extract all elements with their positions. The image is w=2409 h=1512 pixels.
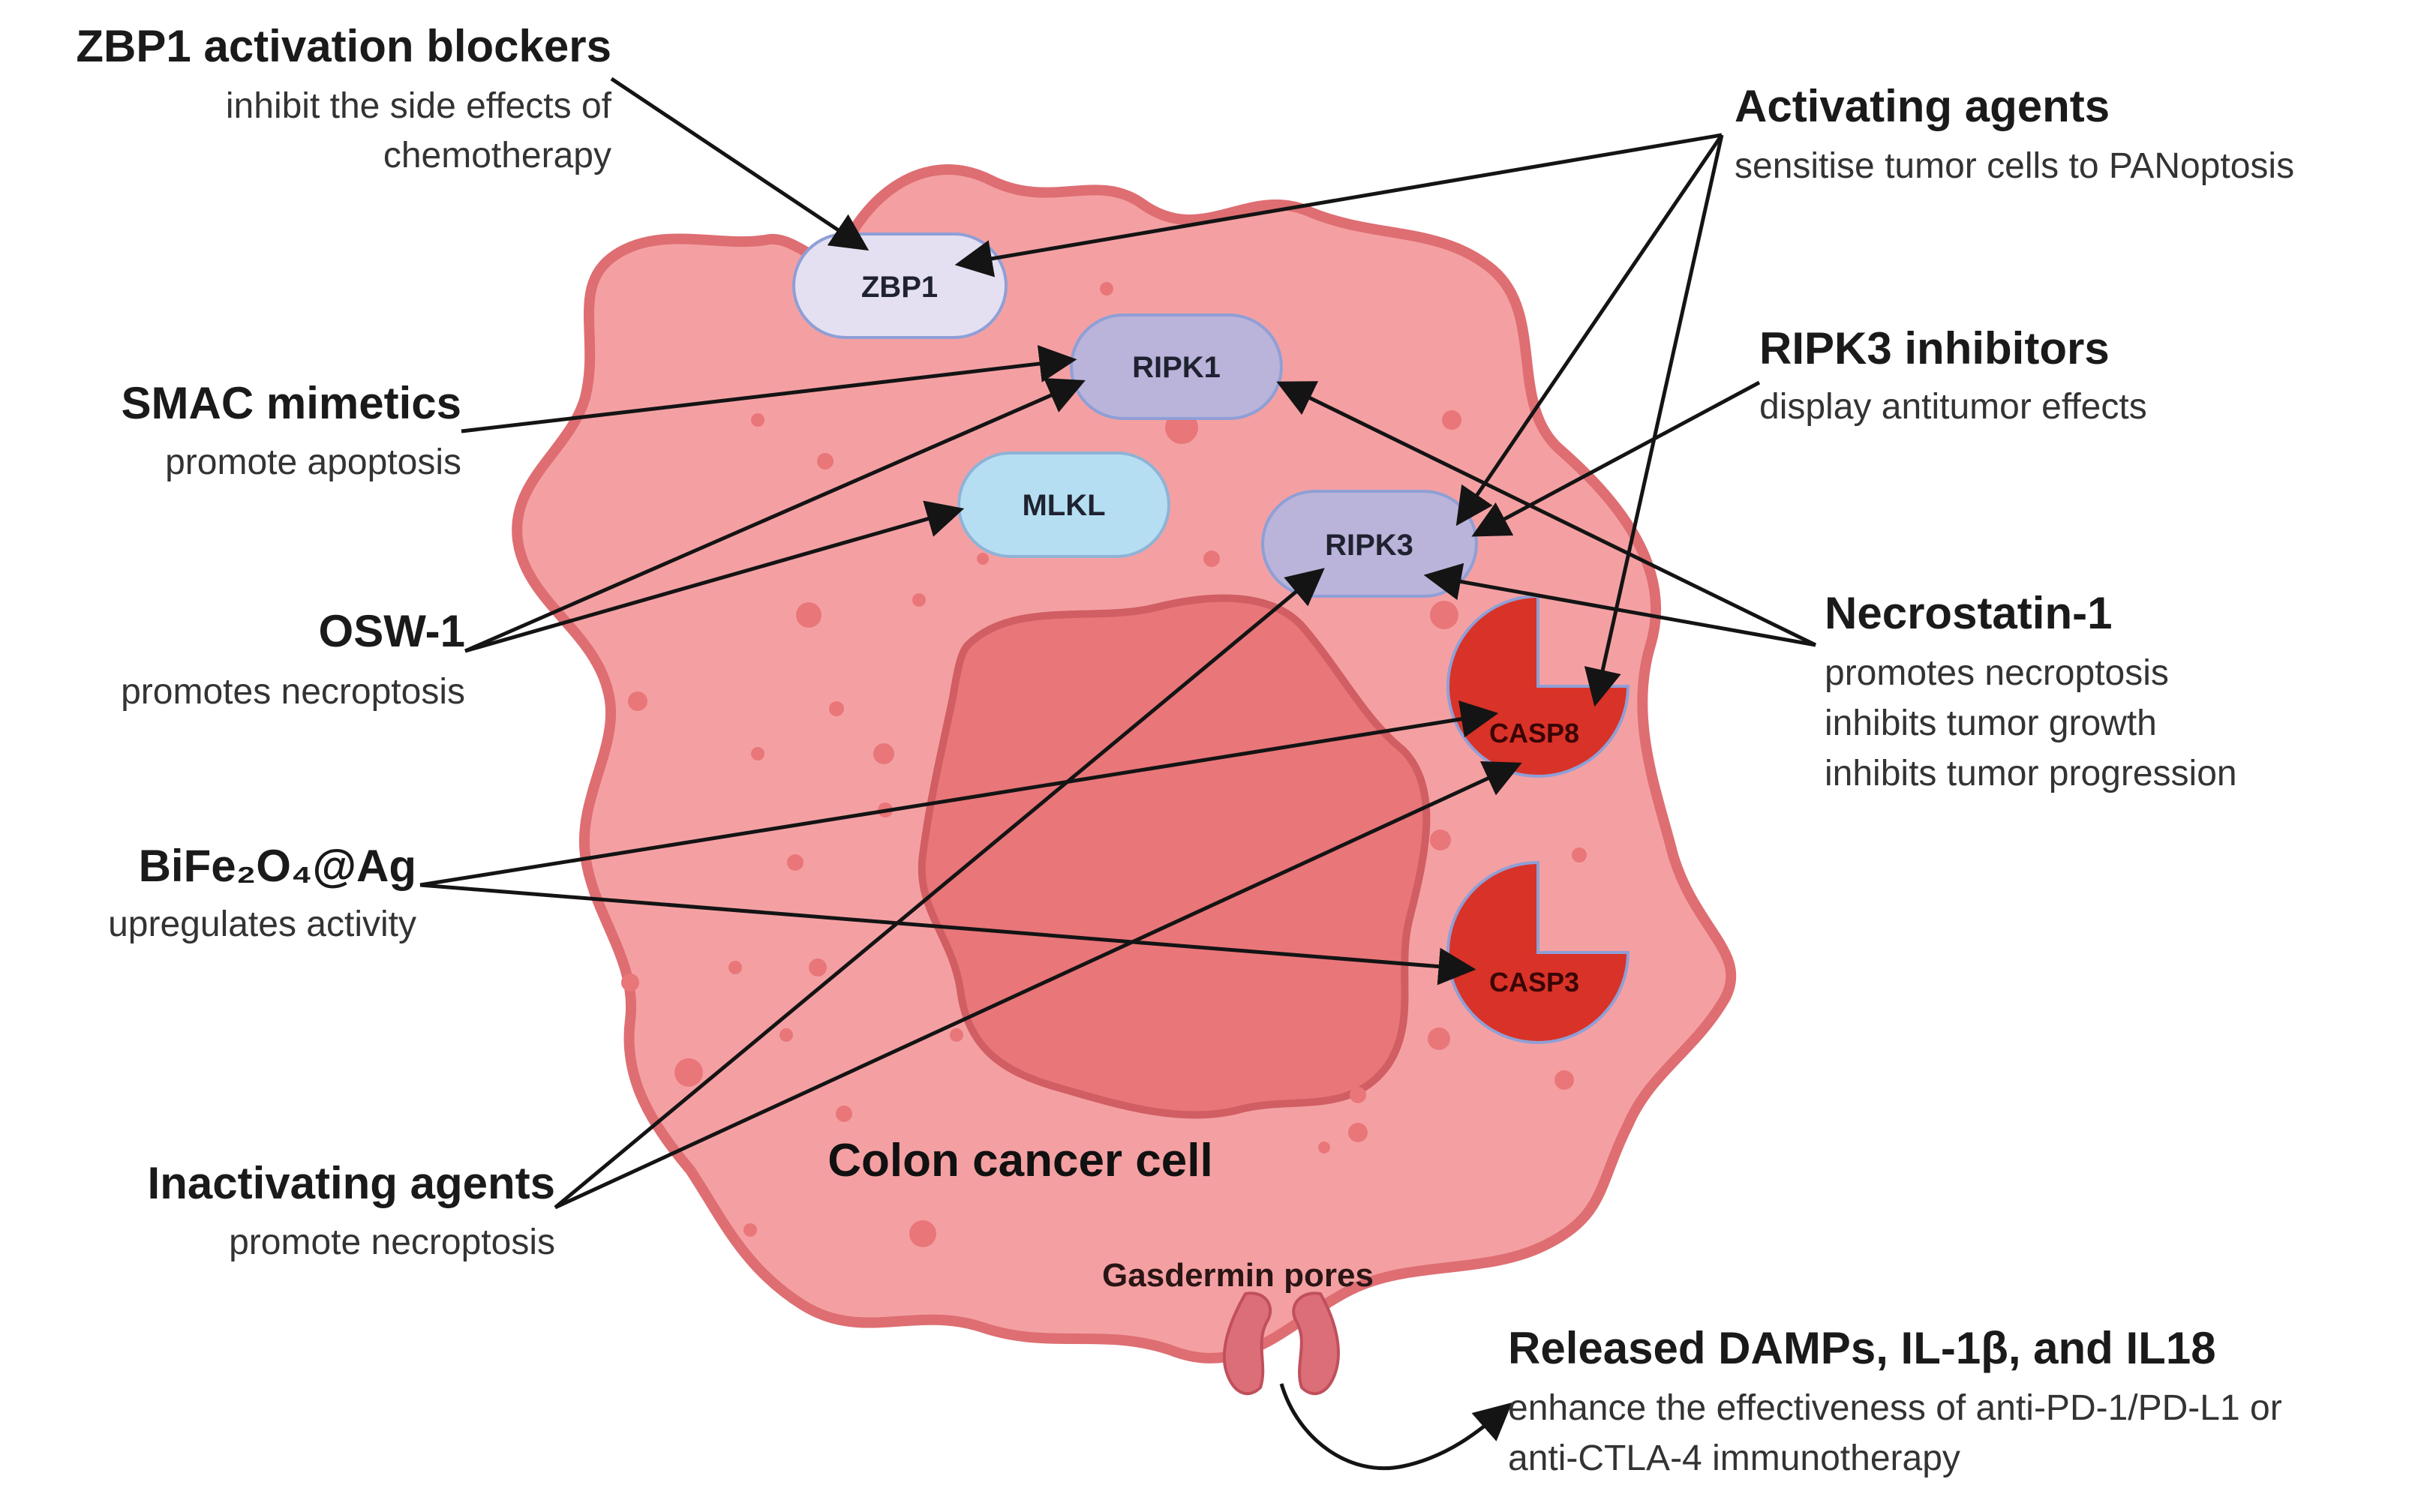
bife-line-1: upregulates activity xyxy=(108,904,416,944)
osw1-line-1: promotes necroptosis xyxy=(121,672,465,712)
inactivating-line-1: promote necroptosis xyxy=(229,1222,555,1262)
zbp1-blockers-line-2: chemotherapy xyxy=(383,136,611,176)
bife-title: BiFe₂O₄@Ag xyxy=(139,841,416,891)
necrostatin-title: Necrostatin-1 xyxy=(1825,588,2112,638)
label-released: Released DAMPs, IL-1β, and IL18 enhance … xyxy=(1508,1323,2282,1478)
inactivating-title: Inactivating agents xyxy=(148,1158,555,1208)
necrostatin-line-2: inhibits tumor growth xyxy=(1825,704,2157,743)
zbp1-node[interactable]: ZBP1 xyxy=(792,232,1008,339)
arrow-inactivating-to-ripk3 xyxy=(554,568,1325,1209)
arrow-ripk3-inhibitors-to-ripk3 xyxy=(1471,380,1761,537)
mlkl-node[interactable]: MLKL xyxy=(957,452,1170,558)
arrow-osw1-to-mlkl xyxy=(464,500,965,653)
arrow-necrostatin-to-ripk1 xyxy=(1276,381,1817,647)
ripk1-label: RIPK1 xyxy=(1132,351,1221,384)
activating-line-1: sensitise tumor cells to PANoptosis xyxy=(1735,146,2294,186)
zbp1-blockers-title: ZBP1 activation blockers xyxy=(76,21,611,71)
released-line-2: anti-CTLA-4 immunotherapy xyxy=(1508,1438,1960,1478)
released-title: Released DAMPs, IL-1β, and IL18 xyxy=(1508,1323,2216,1373)
arrow-zbp1-blockers-to-zbp1 xyxy=(610,76,870,251)
arrow-necrostatin-to-ripk3 xyxy=(1423,562,1816,647)
smac-line-1: promote apoptosis xyxy=(165,442,461,482)
label-smac: SMAC mimetics promote apoptosis xyxy=(122,378,461,482)
necrostatin-line-1: promotes necroptosis xyxy=(1825,653,2169,693)
ripk3-inhibitors-line-1: display antitumor effects xyxy=(1759,387,2147,427)
cell-label: Colon cancer cell xyxy=(828,1135,1212,1186)
arrows xyxy=(419,76,1817,1471)
activating-title: Activating agents xyxy=(1735,81,2110,131)
label-osw1: OSW-1 promotes necroptosis xyxy=(121,606,465,712)
zbp1-blockers-line-1: inhibit the side effects of xyxy=(226,86,612,126)
arrow-bife-to-casp3 xyxy=(419,883,1476,986)
label-activating: Activating agents sensitise tumor cells … xyxy=(1735,81,2294,186)
arrow-smac-to-ripk1 xyxy=(461,345,1077,434)
arrow-bife-to-casp8 xyxy=(419,700,1499,887)
arrow-inactivating-to-casp8 xyxy=(554,761,1522,1210)
ripk3-label: RIPK3 xyxy=(1325,529,1413,562)
ripk3-inhibitors-title: RIPK3 inhibitors xyxy=(1759,323,2110,374)
label-inactivating: Inactivating agents promote necroptosis xyxy=(148,1158,555,1262)
label-bife: BiFe₂O₄@Ag upregulates activity xyxy=(108,841,416,944)
smac-title: SMAC mimetics xyxy=(122,378,461,428)
gasdermin-pores xyxy=(1222,1292,1340,1396)
arrow-activating-to-ripk3 xyxy=(1455,134,1724,526)
casp3-node[interactable]: CASP3 xyxy=(1446,860,1630,1044)
arrow-osw1-to-ripk1 xyxy=(464,378,1086,653)
zbp1-label: ZBP1 xyxy=(861,271,938,304)
label-ripk3-inhibitors: RIPK3 inhibitors display antitumor effec… xyxy=(1759,323,2147,427)
arrow-pores-to-released xyxy=(1279,1383,1512,1471)
arrow-activating-to-zbp1 xyxy=(954,133,1723,278)
mlkl-label: MLKL xyxy=(1022,489,1105,522)
necrostatin-line-3: inhibits tumor progression xyxy=(1825,754,2237,794)
label-necrostatin: Necrostatin-1 promotes necroptosis inhib… xyxy=(1825,588,2237,794)
released-line-1: enhance the effectiveness of anti-PD-1/P… xyxy=(1508,1388,2282,1428)
casp8-label: CASP8 xyxy=(1489,718,1579,748)
arrow-activating-to-casp8 xyxy=(1584,134,1724,707)
ripk1-node[interactable]: RIPK1 xyxy=(1070,314,1283,420)
gasdermin-pores-label: Gasdermin pores xyxy=(1102,1257,1374,1294)
label-zbp1-blockers: ZBP1 activation blockers inhibit the sid… xyxy=(76,21,611,176)
casp3-label: CASP3 xyxy=(1489,967,1579,998)
osw1-title: OSW-1 xyxy=(319,606,465,656)
